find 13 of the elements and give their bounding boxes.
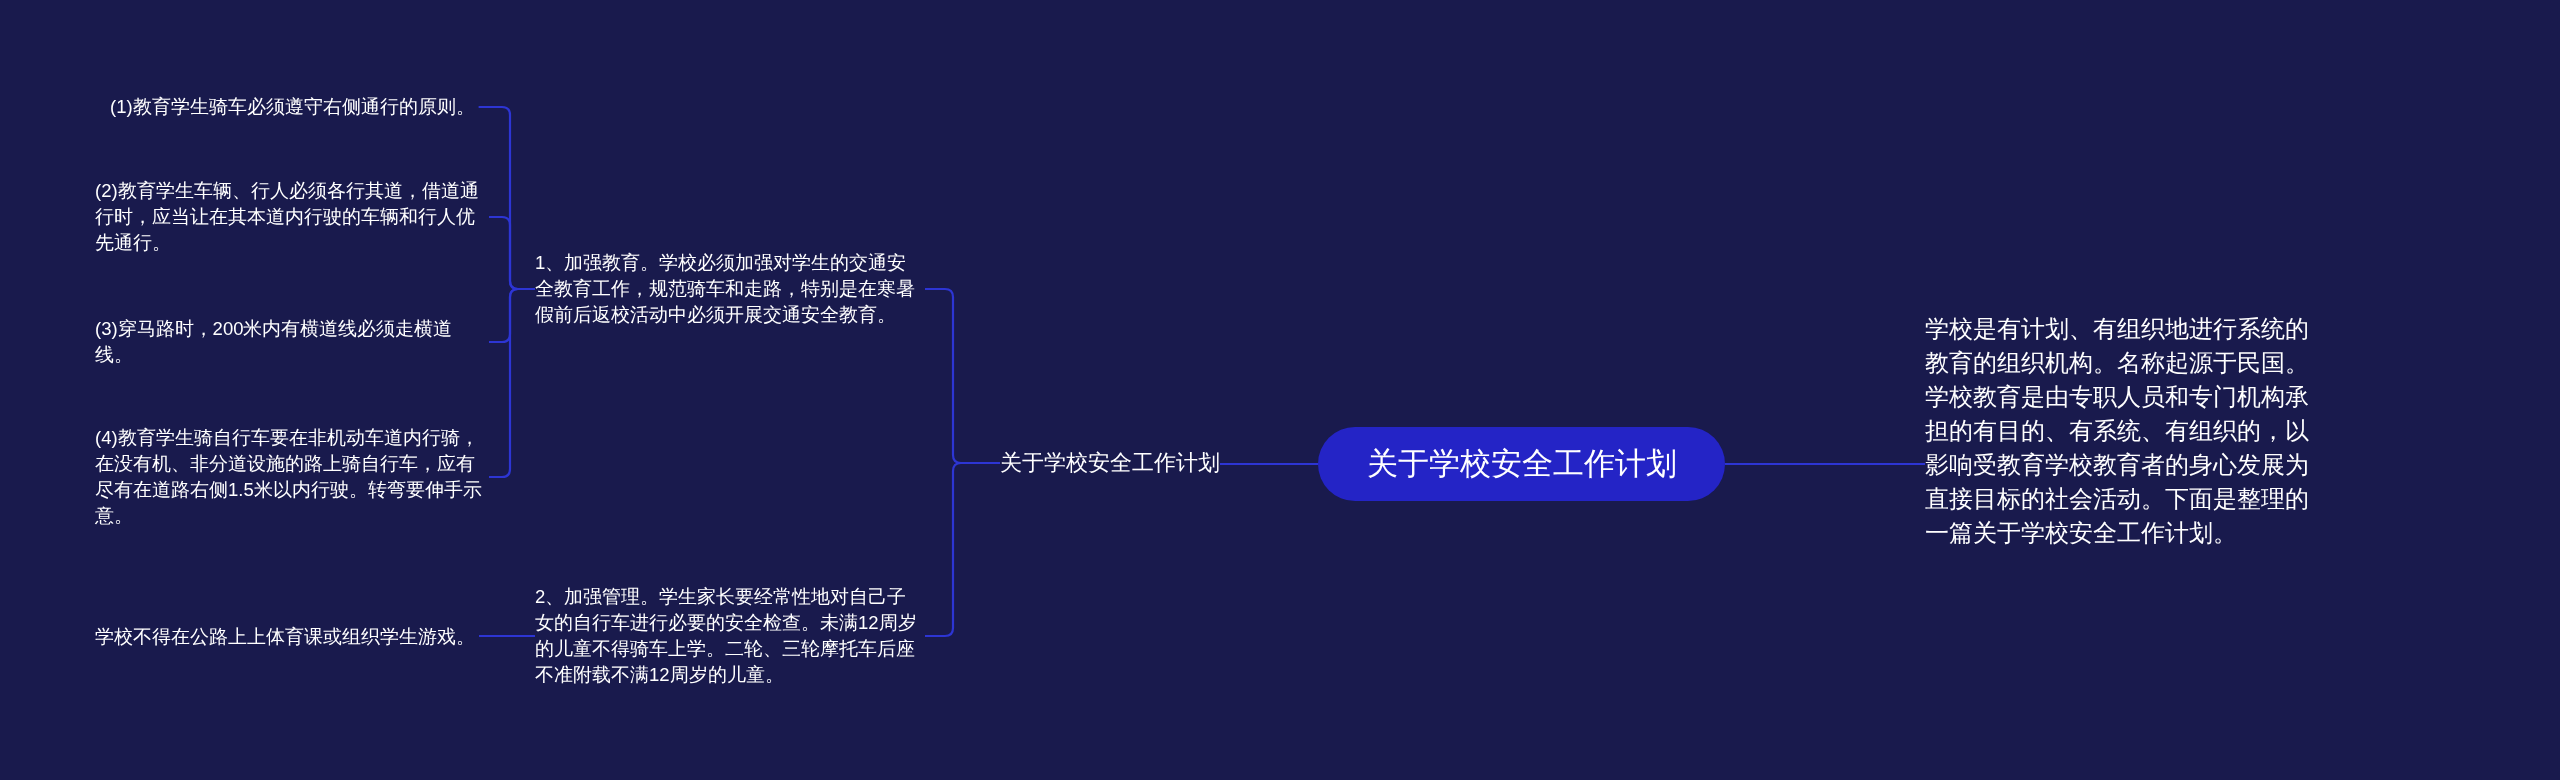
- branch-label: 关于学校安全工作计划: [1000, 446, 1220, 480]
- topic-text: (2)教育学生车辆、行人必须各行其道，借道通行时，应当让在其本道内行驶的车辆和行人优先通行。: [95, 178, 485, 256]
- topic-text: (3)穿马路时，200米内有横道线必须走横道线。: [95, 316, 485, 368]
- topic-text: 2、加强管理。学生家长要经常性地对自己子女的自行车进行必要的安全检查。未满12周岁的儿童不得骑车上学。二轮、三轮摩托车后座不准附载不满12周岁的儿童。: [535, 584, 925, 688]
- topic-pill: 关于学校安全工作计划: [1318, 427, 1725, 501]
- topic-text: (4)教育学生骑自行车要在非机动车道内行骑，在没有机、非分道设施的路上骑自行车，应有尽有在道路右侧1.5米以内行驶。转弯要伸手示意。: [95, 425, 485, 529]
- connector-line: [1220, 462, 1318, 466]
- topic-text: 学校不得在公路上上体育课或组织学生游戏。: [95, 624, 475, 650]
- topic-text: 1、加强教育。学校必须加强对学生的交通安全教育工作，规范骑车和走路，特别是在寒暑假前后返校活动中必须开展交通安全教育。: [535, 250, 925, 328]
- topic-text: 学校是有计划、有组织地进行系统的教育的组织机构。名称起源于民国。学校教育是由专职人员和专门机构承担的有目的、有系统、有组织的，以影响受教育学校教育者的身心发展为直接目标的社会活动。下面是整理的一篇关于学校安全工作计划。: [1925, 312, 2320, 550]
- connector-line: [1725, 462, 1925, 466]
- topic-text: (1)教育学生骑车必须遵守右侧通行的原则。: [95, 94, 475, 120]
- connector-line: [479, 634, 535, 638]
